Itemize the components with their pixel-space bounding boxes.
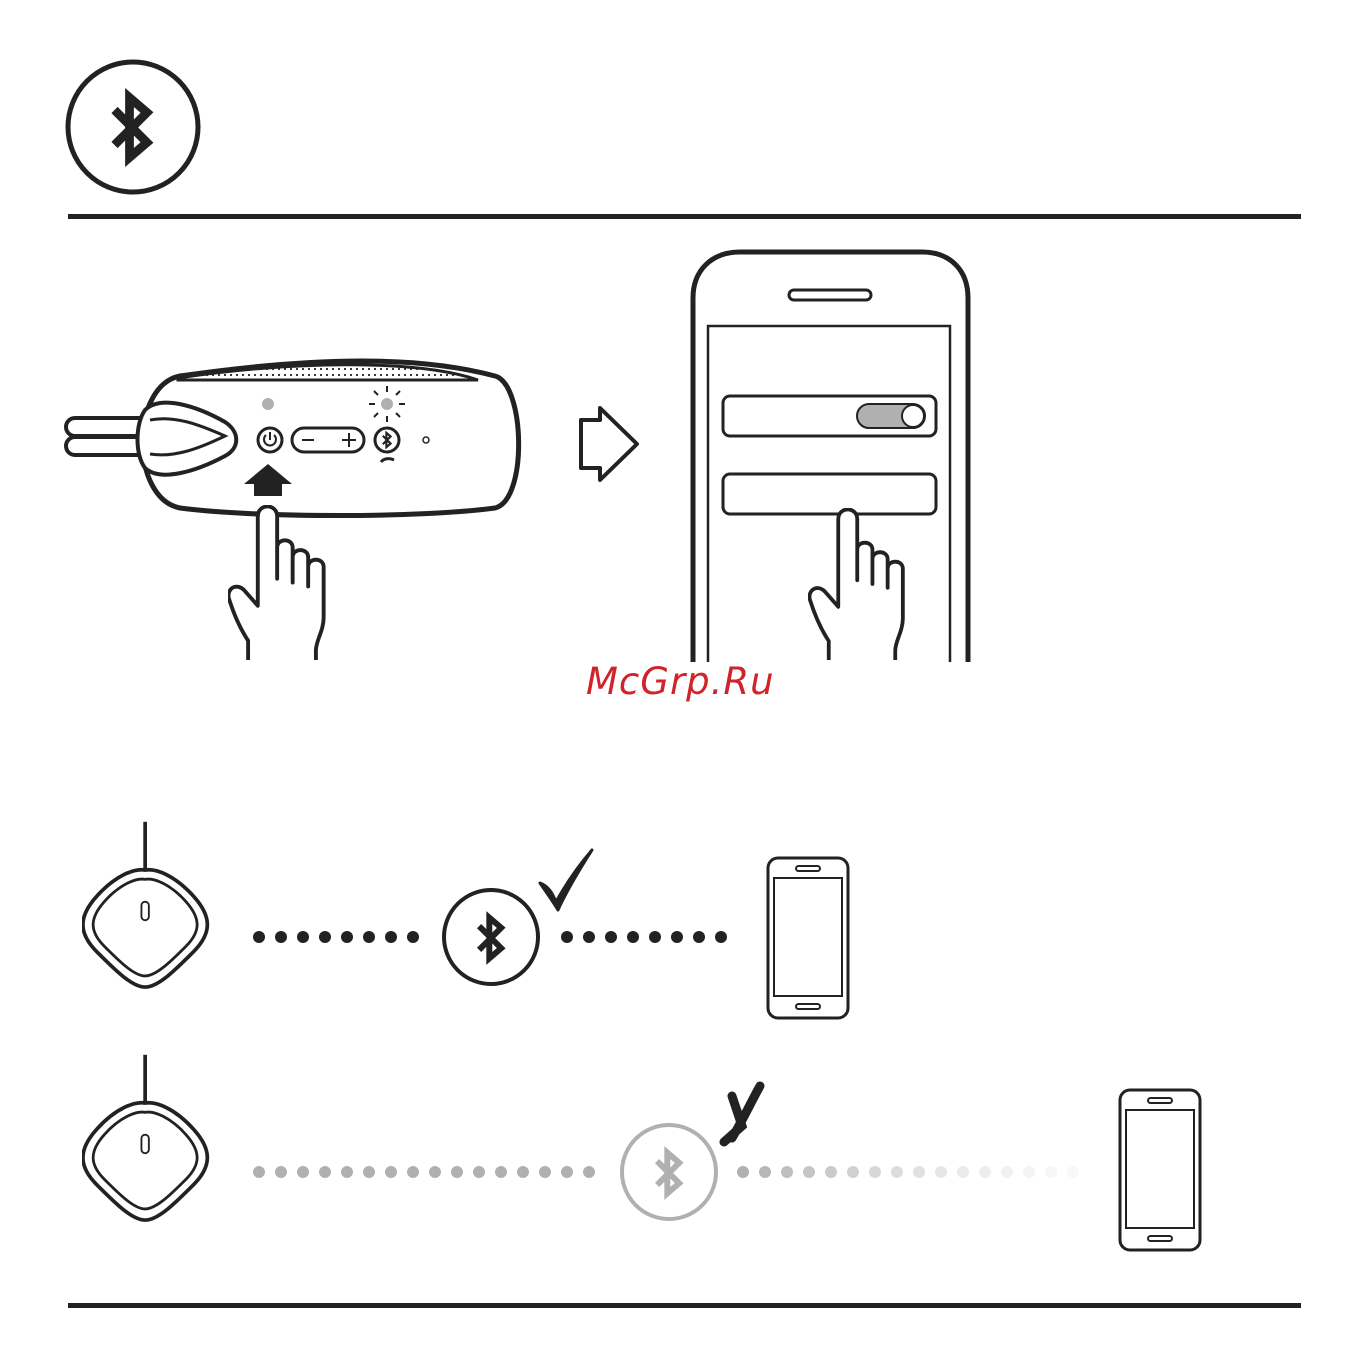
connection-dots-left (253, 931, 419, 943)
pointing-hand-icon (228, 506, 323, 660)
bottom-divider (68, 1303, 1301, 1308)
fading-dots-right (737, 1166, 1079, 1178)
header-bluetooth-badge (68, 62, 198, 192)
bluetooth-led-blinking (369, 386, 405, 422)
next-step-arrow (581, 408, 637, 480)
volume-control[interactable] (292, 428, 364, 452)
connection-dots-right (561, 931, 727, 943)
faded-dots-left (253, 1166, 595, 1178)
speaker-top-icon (83, 822, 207, 987)
device-list-row[interactable] (723, 474, 936, 514)
bluetooth-toggle-row[interactable] (723, 396, 936, 436)
power-button[interactable] (258, 428, 282, 452)
watermark-text: McGrp.Ru (586, 660, 796, 708)
power-led (262, 398, 274, 410)
bluetooth-toggle-switch[interactable] (857, 404, 925, 428)
speaker-top-icon (83, 1055, 207, 1220)
bluetooth-connected-badge (444, 890, 538, 984)
top-divider (68, 214, 1301, 219)
check-icon (540, 850, 592, 910)
smartphone-icon (1120, 1090, 1200, 1250)
cross-icon (724, 1086, 760, 1142)
bluetooth-disconnected-badge (622, 1125, 716, 1219)
smartphone-icon (768, 858, 848, 1018)
mic-hole (423, 437, 429, 443)
